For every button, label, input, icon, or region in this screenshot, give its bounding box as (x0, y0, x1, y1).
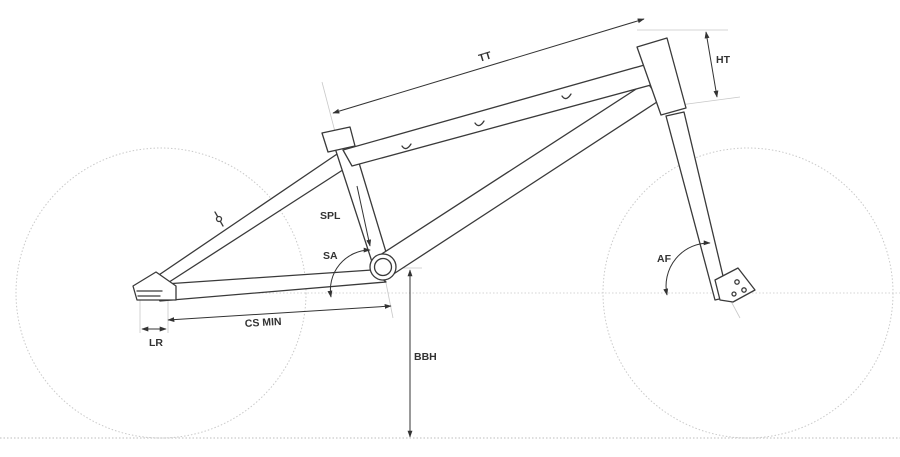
cable-guide-1 (401, 143, 412, 150)
head-tube (636, 37, 687, 116)
af-label: AF (657, 253, 672, 265)
dropout-hole-2 (741, 287, 747, 293)
fork-dropout (714, 267, 756, 303)
cable-guide-2 (474, 120, 485, 127)
spl-label: SPL (320, 210, 341, 222)
tt-dimension (332, 18, 645, 114)
brake-boss-head (215, 215, 223, 223)
spl-dimension (356, 185, 372, 247)
chain-stay (149, 269, 387, 302)
cs-min-label: CS MIN (244, 316, 281, 330)
cs-min-dimension (167, 303, 392, 323)
rear-dropout-slot (136, 290, 163, 297)
rear-dropout (132, 271, 177, 301)
ht-label: HT (716, 54, 731, 66)
tt-label: TT (477, 49, 493, 64)
bbh-label: BBH (414, 351, 437, 363)
af-angle-arc (663, 240, 711, 296)
ht-dimension (704, 31, 719, 98)
lr-label: LR (149, 337, 163, 349)
sa-label: SA (323, 250, 338, 262)
fork-leg (665, 111, 729, 301)
dropout-hole-1 (734, 279, 740, 285)
ht-bottom-extension (679, 96, 741, 106)
sa-angle-arc (327, 247, 371, 298)
dropout-hole-3 (731, 291, 737, 297)
bottom-bracket-inner (373, 257, 393, 277)
